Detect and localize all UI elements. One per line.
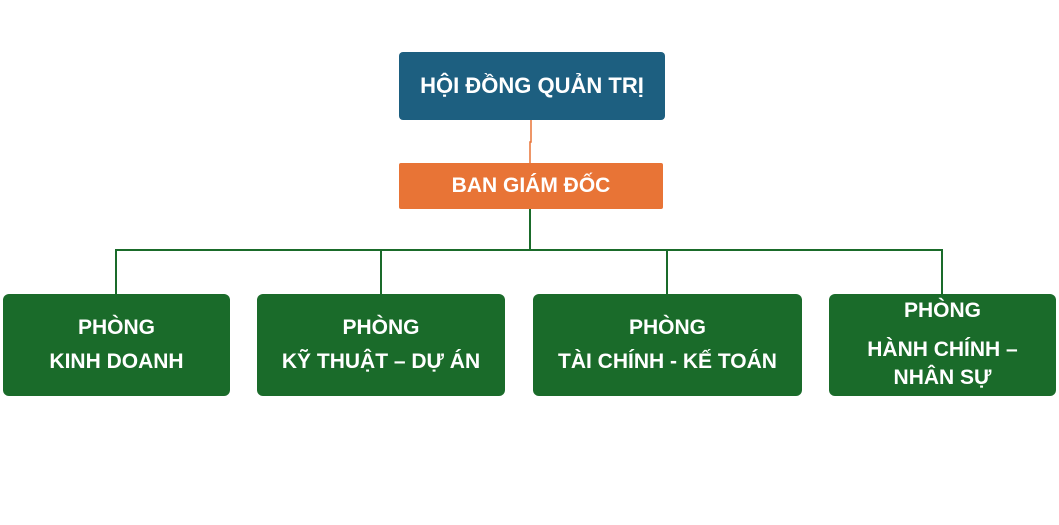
dept-kinh-doanh-node: PHÒNG KINH DOANH bbox=[3, 294, 230, 396]
board-of-directors-label: HỘI ĐỒNG QUẢN TRỊ bbox=[420, 73, 644, 99]
dept-tai-chinh-line2: TÀI CHÍNH - KẾ TOÁN bbox=[558, 350, 777, 373]
dept-kinh-doanh-line2: KINH DOANH bbox=[49, 350, 184, 373]
board-to-directors-connector bbox=[529, 120, 532, 163]
dept-hanh-chinh-line3: NHÂN SỰ bbox=[893, 366, 992, 390]
dept-ky-thuat-node: PHÒNG KỸ THUẬT – DỰ ÁN bbox=[257, 294, 505, 396]
management-board-label: BAN GIÁM ĐỐC bbox=[451, 173, 611, 197]
dept-hanh-chinh-line2: HÀNH CHÍNH – bbox=[867, 337, 1018, 361]
dept-ky-thuat-line1: PHÒNG bbox=[342, 316, 420, 340]
dept-hanh-chinh-node: PHÒNG HÀNH CHÍNH – NHÂN SỰ bbox=[829, 294, 1056, 396]
dept-tai-chinh-line1: PHÒNG bbox=[628, 316, 706, 340]
dept-hanh-chinh-line1: PHÒNG bbox=[903, 299, 981, 323]
management-board-node: BAN GIÁM ĐỐC bbox=[399, 163, 663, 209]
dept-kinh-doanh-line1: PHÒNG bbox=[77, 316, 155, 340]
dept-ky-thuat-line2: KỸ THUẬT – DỰ ÁN bbox=[281, 350, 481, 373]
board-of-directors-node: HỘI ĐỒNG QUẢN TRỊ bbox=[399, 52, 665, 120]
dept-tai-chinh-node: PHÒNG TÀI CHÍNH - KẾ TOÁN bbox=[533, 294, 802, 396]
